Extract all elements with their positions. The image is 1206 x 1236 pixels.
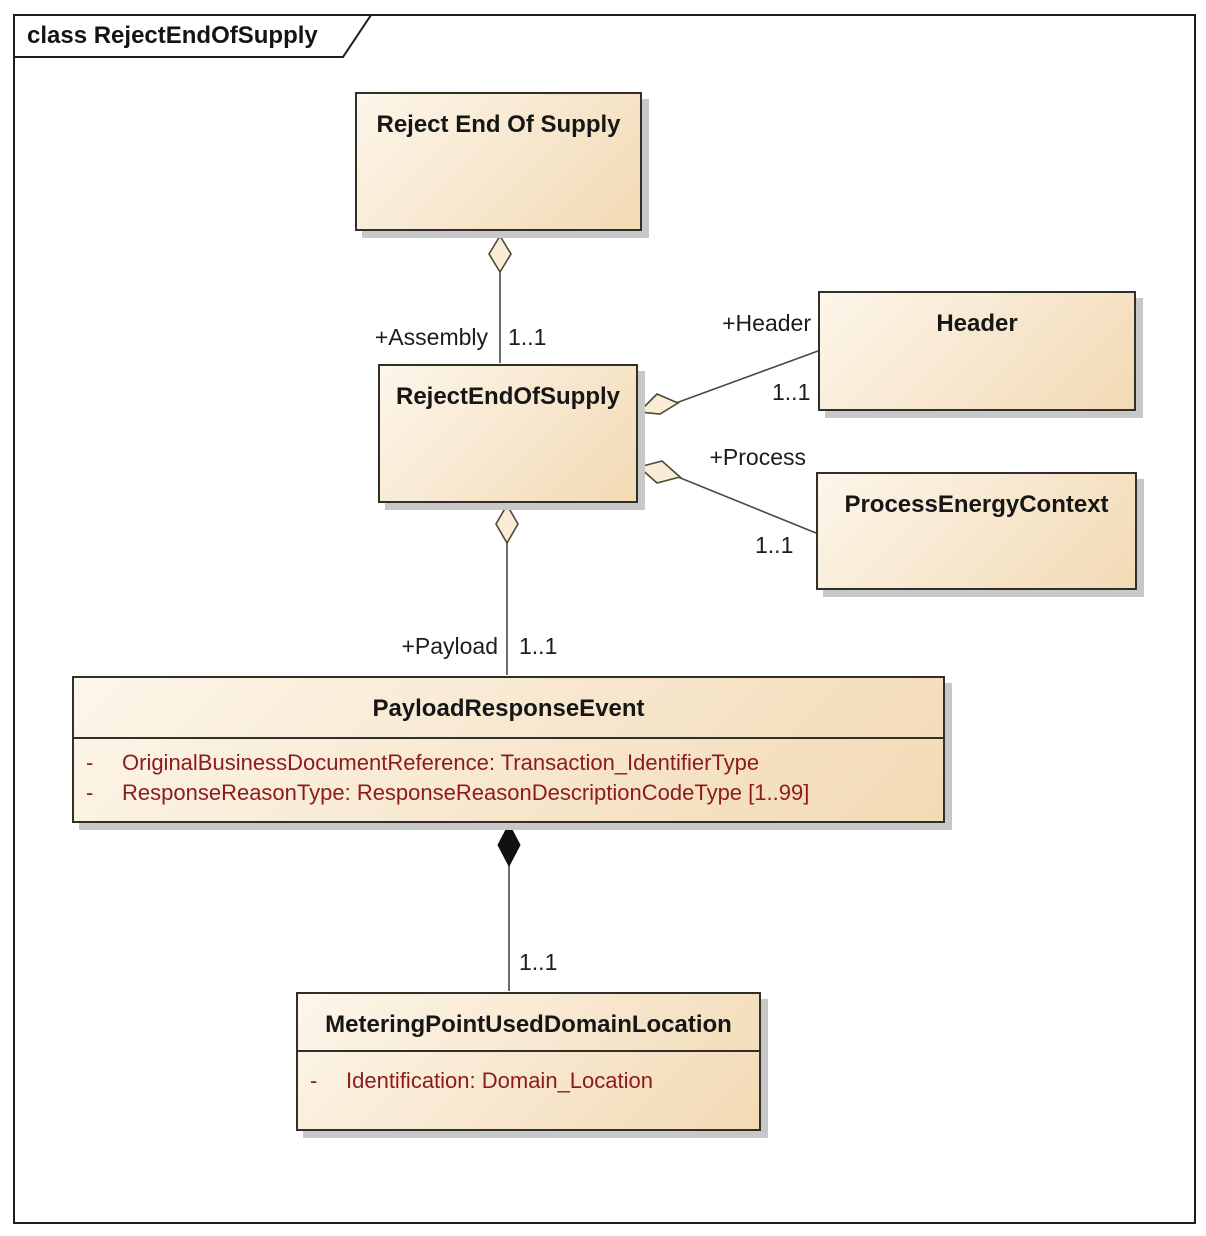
- class-box-rejectendofsupply[interactable]: RejectEndOfSupply: [378, 364, 638, 503]
- attribute-text: Identification: Domain_Location: [346, 1068, 653, 1093]
- edge-header: [675, 350, 819, 404]
- class-name: MeteringPointUsedDomainLocation: [325, 1011, 732, 1038]
- class-name: RejectEndOfSupply: [395, 383, 621, 410]
- visibility-marker: -: [86, 780, 94, 805]
- class-name: ProcessEnergyContext: [844, 491, 1109, 518]
- class-box-header[interactable]: Header: [818, 291, 1136, 411]
- class-box-meteringpointuseddomainlocation[interactable]: MeteringPointUsedDomainLocation - Identi…: [296, 992, 761, 1131]
- role-label-payload: +Payload: [399, 633, 500, 660]
- attribute-row: - Identification: Domain_Location: [298, 1066, 759, 1096]
- class-box-reject-end-of-supply[interactable]: Reject End Of Supply: [355, 92, 642, 231]
- class-box-processenergycontext[interactable]: ProcessEnergyContext: [816, 472, 1137, 590]
- visibility-marker: -: [86, 750, 94, 775]
- multiplicity-label-process: 1..1: [753, 532, 796, 559]
- aggregation-diamond-header: [637, 393, 680, 415]
- attribute-text: OriginalBusinessDocumentReference: Trans…: [122, 750, 760, 775]
- diagram-frame: [13, 14, 1196, 1224]
- attributes-compartment: - Identification: Domain_Location: [298, 1050, 759, 1096]
- multiplicity-label-metering: 1..1: [517, 949, 560, 976]
- visibility-marker: -: [310, 1068, 318, 1093]
- attribute-text: ResponseReasonType: ResponseReasonDescri…: [122, 780, 810, 805]
- aggregation-diamond-assembly: [488, 234, 512, 274]
- class-box-payloadresponseevent[interactable]: PayloadResponseEvent - OriginalBusinessD…: [72, 676, 945, 823]
- multiplicity-label-payload: 1..1: [517, 633, 560, 660]
- role-label-assembly: +Assembly: [372, 324, 490, 351]
- aggregation-diamond-payload: [495, 503, 519, 545]
- aggregation-diamond-process: [637, 460, 682, 484]
- attributes-compartment: - OriginalBusinessDocumentReference: Tra…: [74, 737, 943, 808]
- class-name: Header: [936, 310, 1018, 337]
- role-label-process: +Process: [707, 444, 808, 471]
- composition-diamond-metering: [497, 822, 521, 868]
- frame-title-tab: [13, 14, 373, 58]
- edge-process: [677, 476, 817, 534]
- attribute-row: - ResponseReasonType: ResponseReasonDesc…: [74, 778, 943, 808]
- multiplicity-label-header: 1..1: [770, 379, 813, 406]
- class-name: PayloadResponseEvent: [372, 695, 645, 722]
- diagram-title: class RejectEndOfSupply: [27, 22, 318, 49]
- attribute-row: - OriginalBusinessDocumentReference: Tra…: [74, 748, 943, 778]
- multiplicity-label-assembly: 1..1: [506, 324, 549, 351]
- class-name: Reject End Of Supply: [376, 111, 621, 138]
- role-label-header: +Header: [720, 310, 813, 337]
